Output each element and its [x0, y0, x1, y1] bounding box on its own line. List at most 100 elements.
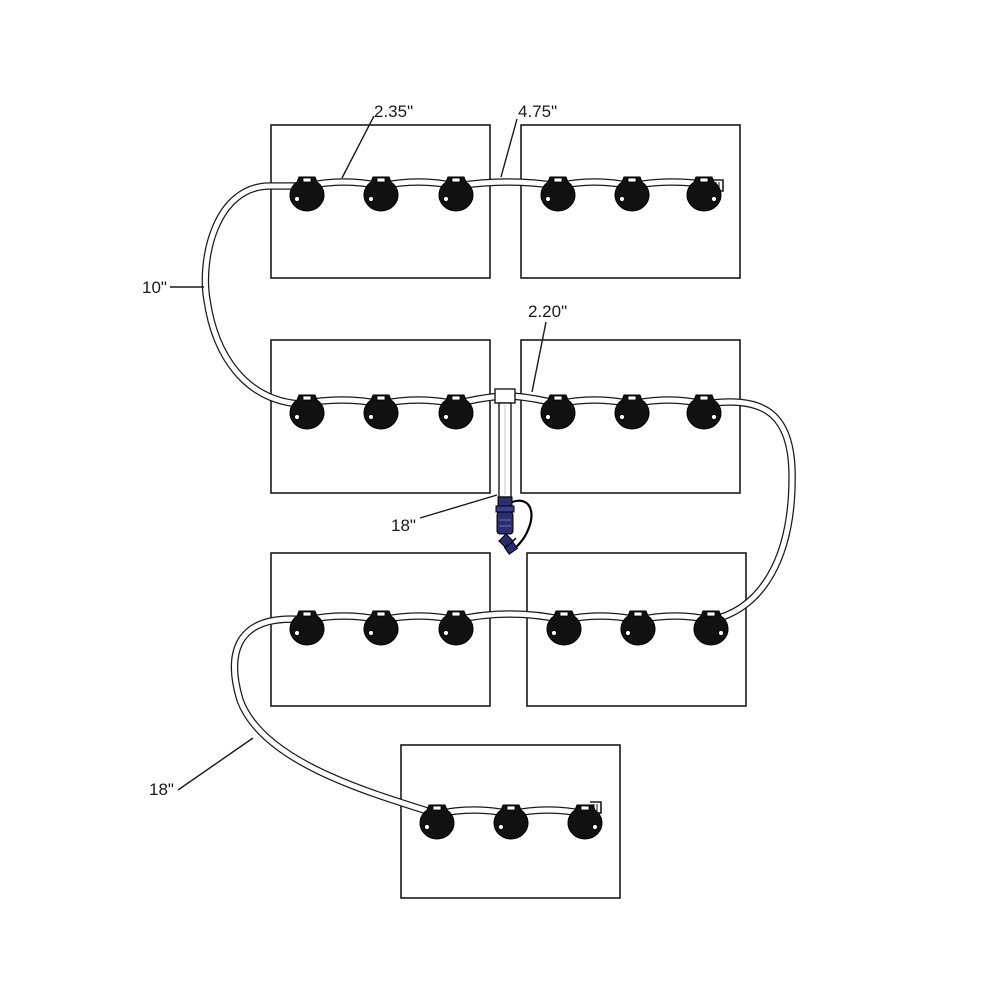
valve-body	[438, 610, 474, 646]
valve-cap	[633, 611, 643, 617]
valve-indicator	[424, 824, 430, 830]
valve-body	[438, 176, 474, 212]
valve-indicator	[711, 414, 717, 420]
label-2-20: 2.20"	[528, 302, 567, 321]
valve	[289, 176, 325, 212]
valve	[493, 804, 529, 840]
label-2-35: 2.35"	[374, 102, 413, 121]
valve-cap	[432, 805, 442, 811]
valve	[614, 394, 650, 430]
valve	[620, 610, 656, 646]
fill-tee	[494, 388, 516, 498]
valve-cap	[376, 395, 386, 401]
valve-body	[686, 394, 722, 430]
valve-cap	[627, 177, 637, 183]
valve-indicator	[498, 824, 504, 830]
valve	[438, 394, 474, 430]
valve-body	[567, 804, 603, 840]
valve-indicator	[368, 196, 374, 202]
valve-body	[363, 610, 399, 646]
valve-indicator	[368, 630, 374, 636]
valve	[289, 610, 325, 646]
valve-indicator	[294, 196, 300, 202]
valve-cap	[559, 611, 569, 617]
valve-indicator	[619, 414, 625, 420]
valve-cap	[376, 611, 386, 617]
valve-indicator	[625, 630, 631, 636]
dimension-labels: 2.35" 4.75" 10" 2.20" 18" 18"	[142, 102, 567, 799]
valve-cap	[553, 177, 563, 183]
valve-cap	[699, 177, 709, 183]
valve-body	[686, 176, 722, 212]
valve-indicator	[545, 196, 551, 202]
valve-indicator	[711, 196, 717, 202]
quick-connect-fitting	[495, 496, 533, 555]
valve-body	[289, 610, 325, 646]
label-18-fill: 18"	[391, 516, 416, 535]
valve-cap	[506, 805, 516, 811]
valve-indicator	[443, 414, 449, 420]
valve-indicator	[718, 630, 724, 636]
valve-cap	[451, 395, 461, 401]
valve	[540, 394, 576, 430]
valve	[614, 176, 650, 212]
valve	[419, 804, 455, 840]
leader-4-75	[500, 118, 518, 178]
leader-18-bottom	[177, 737, 254, 791]
valve-cap	[553, 395, 563, 401]
valve-body	[614, 176, 650, 212]
valve-indicator	[368, 414, 374, 420]
valve-body	[693, 610, 729, 646]
valve	[567, 804, 603, 840]
valve-body	[289, 394, 325, 430]
valve-body	[546, 610, 582, 646]
valve-body	[289, 176, 325, 212]
valve-body	[620, 610, 656, 646]
valve	[546, 610, 582, 646]
valve-indicator	[294, 630, 300, 636]
label-10: 10"	[142, 278, 167, 297]
valve-cap	[580, 805, 590, 811]
leader-2-20	[531, 321, 547, 393]
valve-body	[363, 176, 399, 212]
valve	[693, 610, 729, 646]
valve-indicator	[294, 414, 300, 420]
leader-18-fill	[419, 494, 498, 519]
valve-cap	[699, 395, 709, 401]
valve-body	[419, 804, 455, 840]
valve-body	[493, 804, 529, 840]
valve	[438, 610, 474, 646]
valve	[363, 610, 399, 646]
valve-cap	[376, 177, 386, 183]
valve-cap	[302, 611, 312, 617]
valve-body	[363, 394, 399, 430]
label-4-75: 4.75"	[518, 102, 557, 121]
valve	[363, 176, 399, 212]
valve	[540, 176, 576, 212]
valves	[289, 176, 729, 840]
leader-2-35	[341, 115, 375, 179]
valve-cap	[302, 177, 312, 183]
dimension-leaders	[170, 115, 547, 791]
valve	[363, 394, 399, 430]
valve-body	[614, 394, 650, 430]
valve-indicator	[443, 196, 449, 202]
valve-indicator	[592, 824, 598, 830]
valve-cap	[302, 395, 312, 401]
valve-cap	[706, 611, 716, 617]
valve-indicator	[443, 630, 449, 636]
valve-indicator	[619, 196, 625, 202]
valve	[438, 176, 474, 212]
valve	[686, 176, 722, 212]
valve-cap	[627, 395, 637, 401]
valve-indicator	[551, 630, 557, 636]
valve-body	[438, 394, 474, 430]
valve	[686, 394, 722, 430]
label-18-bottom: 18"	[149, 780, 174, 799]
valve-body	[540, 176, 576, 212]
valve-cap	[451, 611, 461, 617]
valve	[289, 394, 325, 430]
valve-body	[540, 394, 576, 430]
valve-indicator	[545, 414, 551, 420]
